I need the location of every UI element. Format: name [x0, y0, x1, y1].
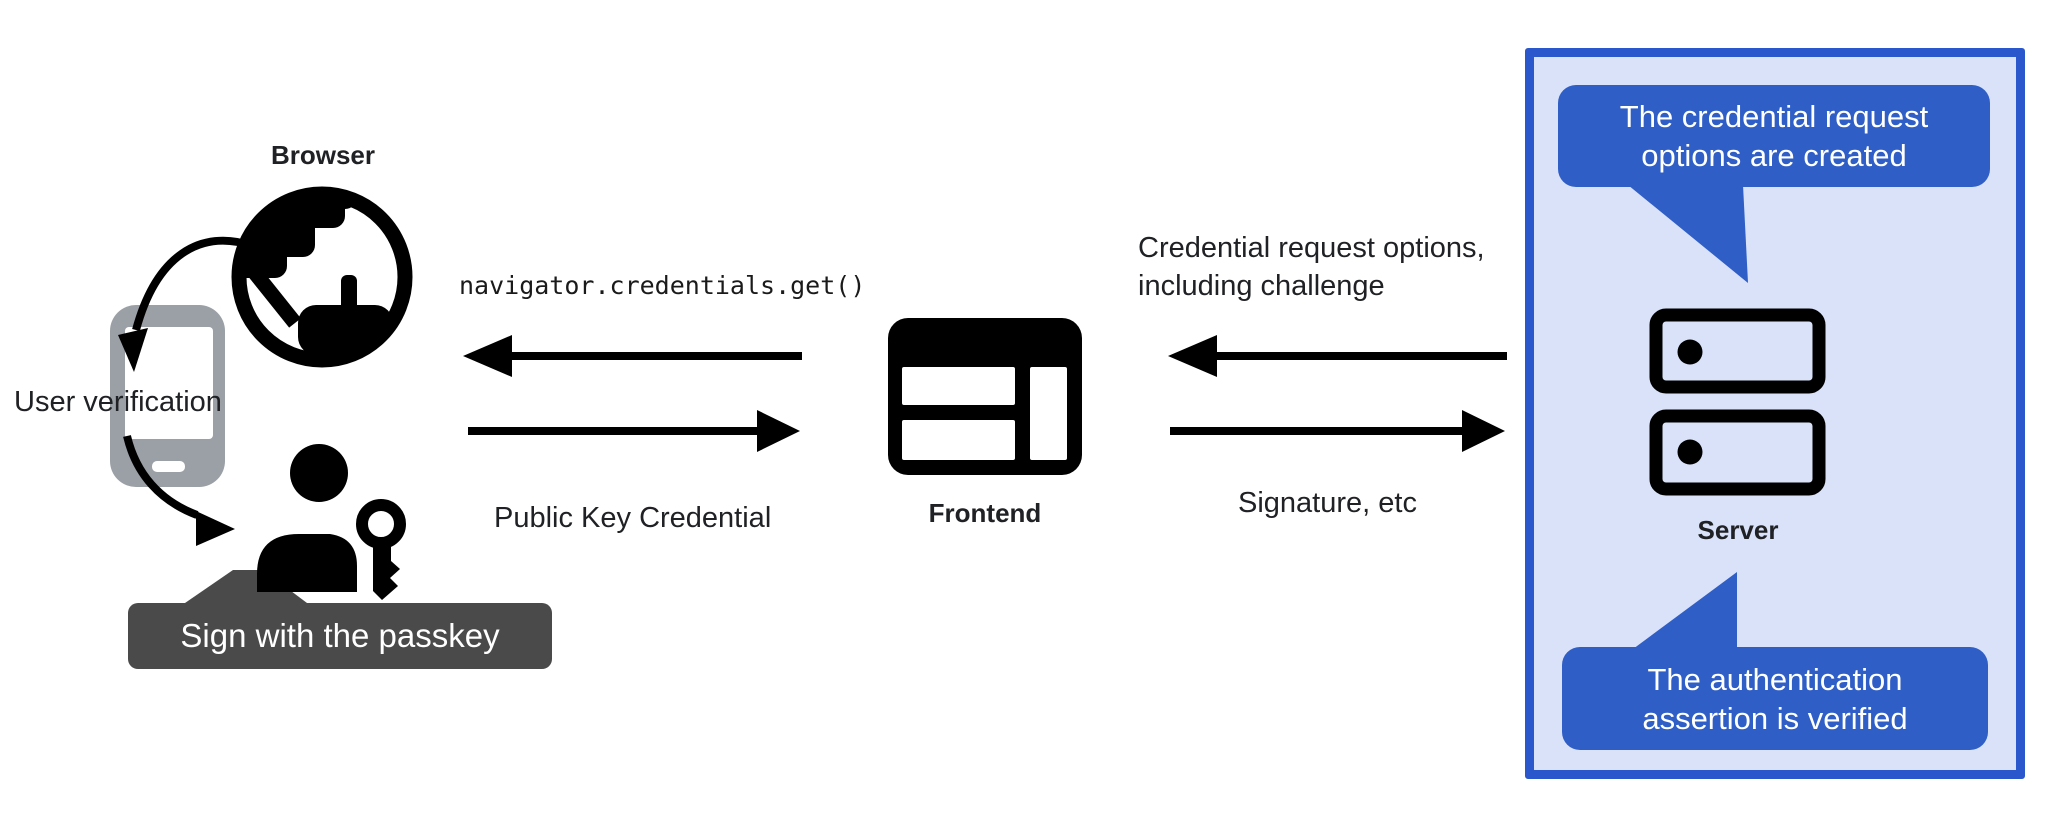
- bubble-top-line1: The credential request: [1619, 99, 1929, 134]
- api-call-label: navigator.credentials.get(): [459, 271, 866, 300]
- bubble-bottom-line2: assertion is verified: [1642, 700, 1908, 736]
- globe-icon: [231, 186, 413, 368]
- passkey-tooltip: Sign with the passkey: [128, 603, 552, 669]
- signature-label: Signature, etc: [1238, 487, 1417, 519]
- user-verification-label: User verification: [14, 386, 222, 418]
- credential-request-line1: Credential request options,: [1138, 232, 1485, 264]
- passkey-person-icon: [257, 444, 406, 600]
- server-stack-icon: [1649, 308, 1826, 496]
- arrow-phone-to-user: [123, 435, 235, 546]
- server-label: Server: [1697, 515, 1779, 545]
- arrow-browser-to-phone: [118, 236, 255, 372]
- bubble-top-line2: options are created: [1641, 138, 1907, 173]
- browser-label: Browser: [270, 140, 376, 170]
- browser-window-icon: [888, 318, 1082, 475]
- bubble-assertion-verified: The authentication assertion is verified: [1562, 647, 1988, 750]
- credential-request-label: Credential request options, including ch…: [1138, 229, 1485, 305]
- tooltip-pointer: [185, 570, 307, 603]
- public-key-credential-label: Public Key Credential: [494, 502, 772, 534]
- bubble-credential-request-created: The credential request options are creat…: [1558, 85, 1990, 187]
- bubble-bottom-tail: [1633, 572, 1737, 649]
- bubble-top-tail: [1628, 185, 1748, 283]
- arrow-frontend-to-server: [1170, 410, 1505, 452]
- credential-request-line2: including challenge: [1138, 270, 1385, 302]
- arrow-frontend-to-browser: [463, 335, 802, 377]
- passkey-tooltip-text: Sign with the passkey: [180, 617, 500, 654]
- arrow-browser-to-frontend: [468, 410, 800, 452]
- frontend-label: Frontend: [928, 498, 1042, 528]
- bubble-bottom-line1: The authentication: [1647, 661, 1903, 697]
- arrow-server-to-frontend: [1168, 335, 1507, 377]
